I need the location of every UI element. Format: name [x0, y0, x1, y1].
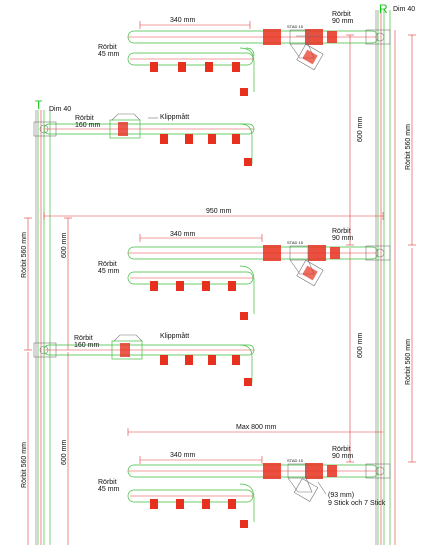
pipe-label-5b: Rörbit — [332, 446, 351, 453]
clip-label-2: Klippmått — [160, 332, 189, 340]
manifold-supply-2 — [33, 334, 255, 386]
supply-dim-label: Dim 40 — [49, 106, 71, 113]
dim-560-left-upper: Rörbit 560 mm — [21, 232, 28, 278]
return-riser — [375, 10, 396, 545]
pipe-label-3b: Rörbit — [332, 228, 351, 235]
pipe-length-2: 160 mm — [75, 122, 100, 129]
pipe-length-1b: 90 mm — [332, 18, 354, 25]
return-letter: R — [379, 2, 388, 16]
dim-340-1: 340 mm — [170, 17, 195, 24]
manifold-return-2 — [127, 234, 391, 320]
pipe-label-4: Rörbit — [74, 335, 93, 342]
return-dim-label: Dim 40 — [393, 6, 415, 13]
dim-600-left-lower: 600 mm — [61, 440, 68, 465]
pipe-length-5a: 45 mm — [98, 486, 120, 493]
left-dims — [24, 217, 72, 545]
right-dims — [346, 34, 416, 463]
valve-tag-1: STAD 15 — [287, 24, 304, 29]
pipe-length-3b: 90 mm — [332, 235, 354, 242]
supply-riser — [35, 110, 51, 545]
dim-93-label: (93 mm) — [328, 492, 354, 499]
manifold-return-1 — [127, 21, 391, 96]
dim-560-upper: Rörbit 560 mm — [405, 124, 412, 170]
pipe-length-1a: 45 mm — [98, 51, 120, 58]
dim-340-3: 340 mm — [170, 452, 195, 459]
pipe-label-3a: Rörbit — [98, 261, 117, 268]
supply-letter: T — [35, 98, 43, 112]
pipe-label-2: Rörbit — [75, 115, 94, 122]
pipe-length-5b: 90 mm — [332, 453, 354, 460]
dim-max800-label: Max 800 mm — [236, 424, 277, 431]
stick-label: 9 Stick och 7 Stick — [328, 500, 386, 507]
manifold-supply-1 — [33, 113, 255, 166]
pipe-length-4: 160 mm — [74, 342, 99, 349]
pipe-length-3a: 45 mm — [98, 268, 120, 275]
dim-600-upper: 600 mm — [357, 117, 364, 142]
valve-tag-2: STAD 15 — [287, 240, 304, 245]
valve-tag-3: STAD 15 — [287, 458, 304, 463]
dim-600-left-upper: 600 mm — [61, 233, 68, 258]
pipe-label-1b: Rörbit — [332, 11, 351, 18]
dim-560-left-lower: Rörbit 560 mm — [21, 442, 28, 488]
pipe-label-5a: Rörbit — [98, 479, 117, 486]
manifold-return-3 — [127, 456, 391, 528]
dim-560-lower: Rörbit 560 mm — [405, 339, 412, 385]
clip-label-1: Klippmått — [160, 113, 189, 121]
dim-600-lower: 600 mm — [357, 333, 364, 358]
pipe-label-1a: Rörbit — [98, 44, 117, 51]
dim-340-2: 340 mm — [170, 231, 195, 238]
dim-950-label: 950 mm — [206, 208, 231, 215]
